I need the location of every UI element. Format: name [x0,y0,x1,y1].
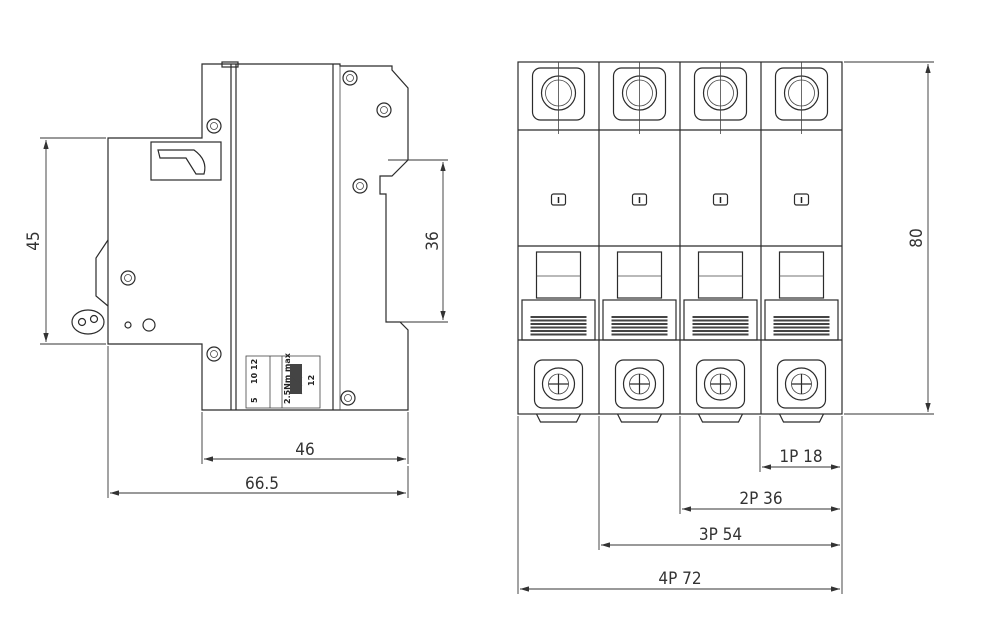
width-dim-label: 3P 54 [699,525,742,545]
dimension-36: 36 [388,159,448,323]
width-dim-1p: 1P 18 [762,447,840,470]
front-view: I I I I 80 1P 18 2P 36 3P 54 4P 72 [517,61,934,594]
dim-36-label: 36 [423,231,443,250]
width-dim-label: 2P 36 [739,489,782,509]
terminal-mark-5: 5 [250,397,259,403]
toggle-lever [157,149,206,175]
strip-length: 12 [307,375,316,386]
pole-2: I [598,62,677,423]
lever-hole-2 [89,314,99,324]
dimension-45: 45 [24,137,106,345]
side-view-outline [107,63,409,411]
width-dim-3p: 3P 54 [601,525,840,548]
release-lever [71,309,105,335]
toggle-handle-housing [150,141,222,181]
pole-mark: I [638,196,641,205]
pole-3: I [679,62,758,423]
din-clip [95,239,109,307]
dimension-46: 46 [201,412,409,464]
lever-hole-1 [77,317,87,327]
terminal-label: 5 10 12 2.5Nm max 12 [245,352,321,409]
width-dim-4p: 4P 72 [520,569,840,592]
side-view: 5 10 12 2.5Nm max 12 45 36 46 [24,61,448,498]
dim-46-label: 46 [295,440,314,460]
width-dim-2p: 2P 36 [682,489,840,512]
torque-text: 2.5Nm max [283,352,292,404]
terminal-mark-10: 10 [250,372,259,384]
pole-1: I [521,62,596,423]
dimension-66-5: 66.5 [107,346,409,498]
width-dim-label: 4P 72 [658,569,701,589]
dim-80-label: 80 [907,228,927,247]
terminal-mark-12: 12 [250,359,259,370]
width-dim-label: 1P 18 [779,447,822,467]
width-dimensions: 1P 18 2P 36 3P 54 4P 72 [520,447,840,592]
pole-mark: I [557,196,560,205]
pole-mark: I [800,196,803,205]
dim-66-5-label: 66.5 [245,474,279,494]
dimension-80: 80 [844,61,934,415]
pole-4: I [760,62,839,423]
pole-mark: I [719,196,722,205]
top-clip [221,61,239,68]
rivets [120,70,392,406]
dim-45-label: 45 [24,231,44,250]
